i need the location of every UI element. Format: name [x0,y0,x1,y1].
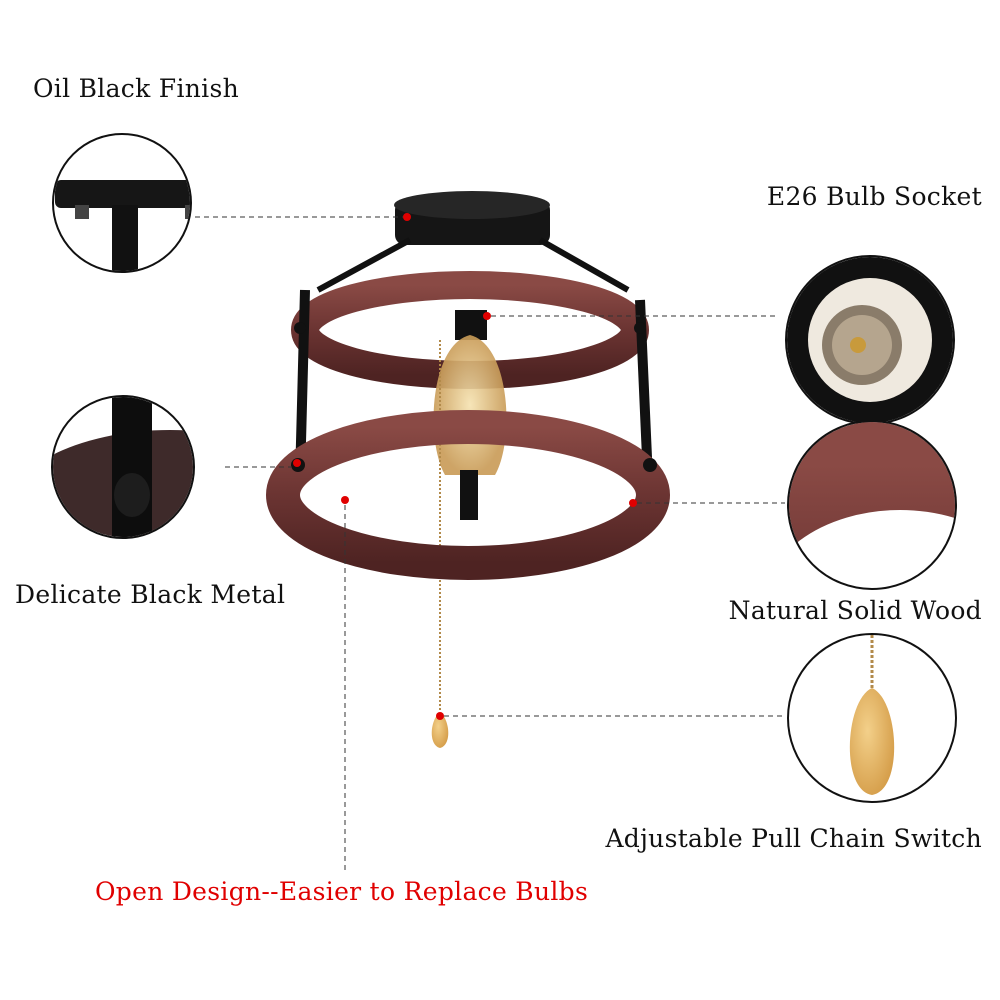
callout-dots [293,213,637,720]
label-open-design: Open Design--Easier to Replace Bulbs [95,877,589,906]
label-pull-chain-switch: Adjustable Pull Chain Switch [605,824,982,853]
label-e26-bulb-socket: E26 Bulb Socket [766,182,982,211]
detail-oil-black-finish [54,135,190,271]
detail-solid-wood [789,422,955,588]
callout-lines [195,216,785,870]
label-natural-solid-wood: Natural Solid Wood [728,596,982,625]
label-oil-black-finish: Oil Black Finish [33,74,239,103]
label-delicate-black-metal: Delicate Black Metal [15,580,286,609]
detail-pull-chain [789,635,955,801]
lamp [266,191,670,748]
detail-e26-socket [787,257,953,423]
